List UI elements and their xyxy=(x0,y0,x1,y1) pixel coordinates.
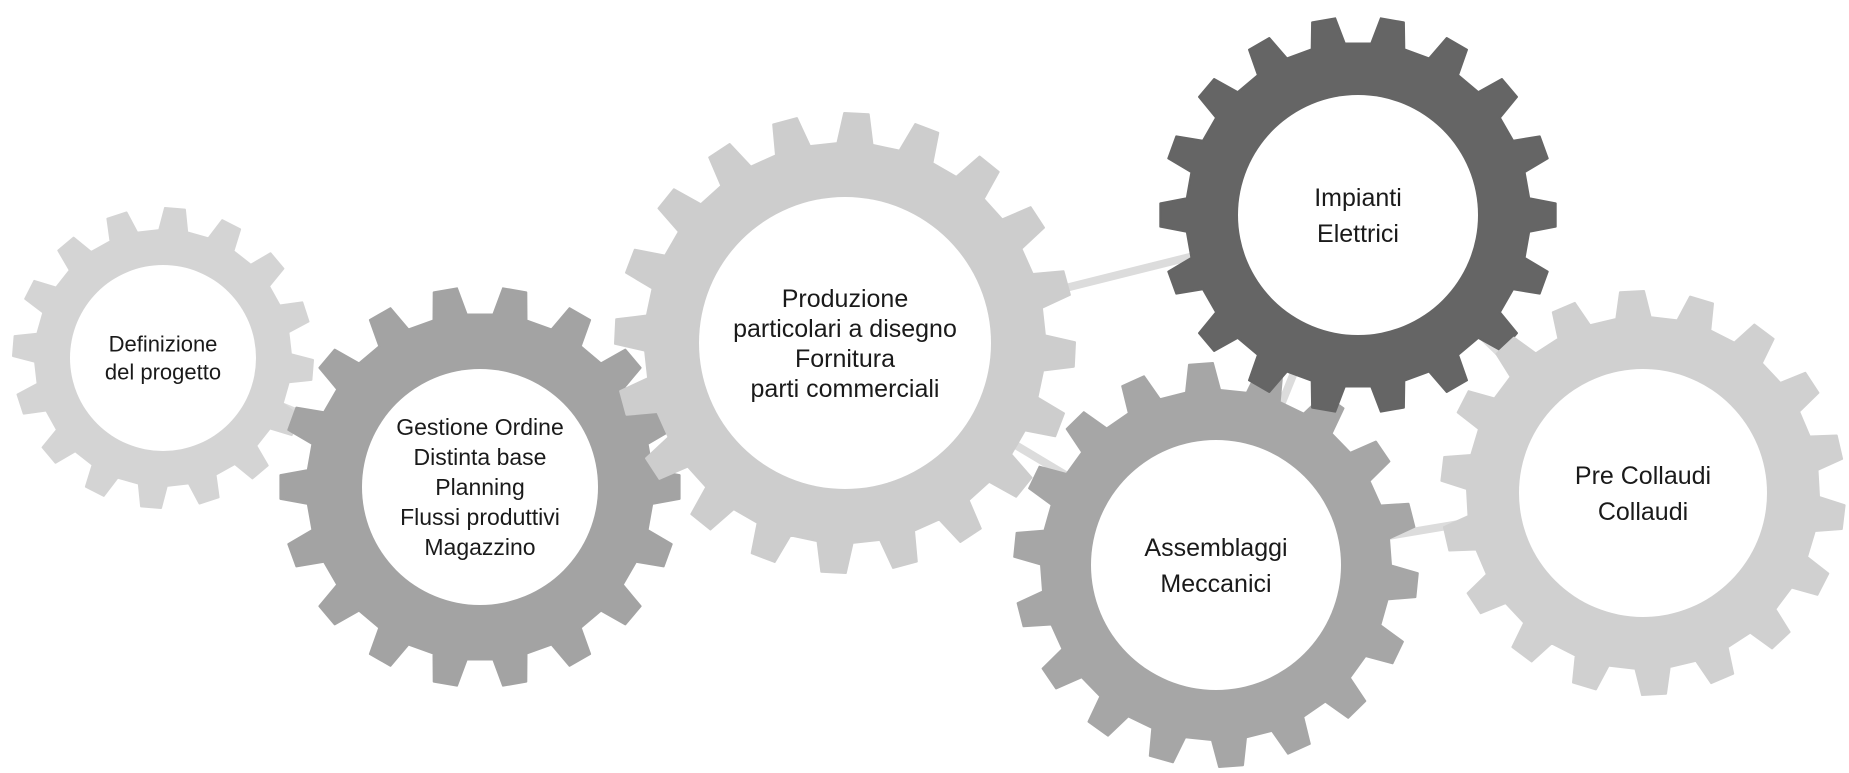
gear-label-definizione-line-1: Definizione xyxy=(109,332,218,357)
gear-label-collaudi-line-2: Collaudi xyxy=(1598,498,1688,526)
gear-label-gestione-line-5: Magazzino xyxy=(424,534,535,560)
gear-label-produzione-line-3: Fornitura xyxy=(795,345,895,373)
gear-definizione: Definizione del progetto xyxy=(12,207,314,509)
gear-label-assemblaggi-line-1: Assemblaggi xyxy=(1144,534,1287,562)
gear-hub-definizione xyxy=(70,265,256,451)
gear-label-gestione-line-4: Flussi produttivi xyxy=(400,504,560,530)
gear-label-impianti-line-2: Elettrici xyxy=(1317,220,1399,248)
gear-hub-collaudi xyxy=(1519,369,1767,617)
gear-label-collaudi-line-1: Pre Collaudi xyxy=(1575,462,1711,490)
gear-label-produzione-line-1: Produzione xyxy=(782,285,908,313)
gear-hub-produzione xyxy=(699,197,991,489)
gear-label-gestione-line-3: Planning xyxy=(435,474,525,500)
gear-hub-impianti xyxy=(1238,95,1478,335)
gear-label-produzione-line-4: parti commerciali xyxy=(751,375,940,403)
gear-hub-assemblaggi xyxy=(1091,440,1341,690)
gear-label-impianti-line-1: Impianti xyxy=(1314,184,1402,212)
gear-label-assemblaggi-line-2: Meccanici xyxy=(1160,570,1271,598)
gear-label-produzione-line-2: particolari a disegno xyxy=(733,315,957,343)
gear-hub-gestione xyxy=(362,369,598,605)
gear-label-gestione-line-2: Distinta base xyxy=(414,444,547,470)
gear-label-gestione-line-1: Gestione Ordine xyxy=(396,414,563,440)
gear-label-definizione-line-2: del progetto xyxy=(105,360,221,385)
